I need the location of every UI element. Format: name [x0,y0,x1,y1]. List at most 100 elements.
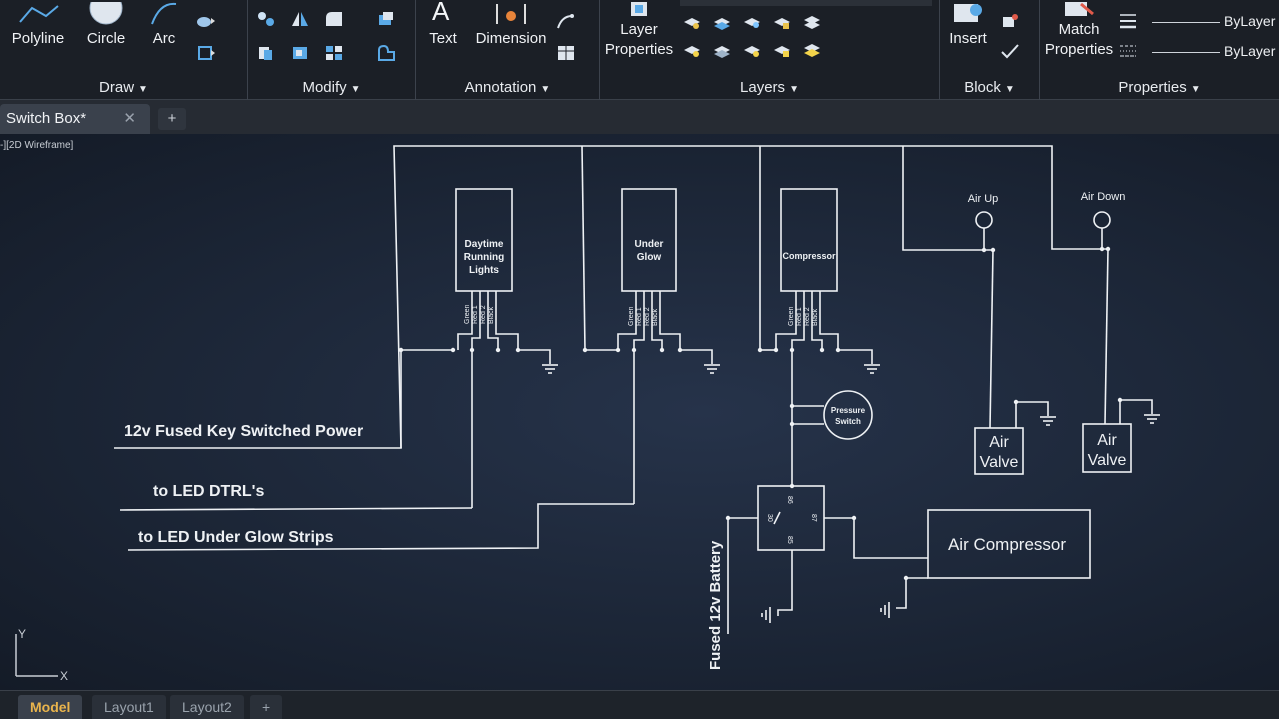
s2-pin-red2 [651,291,663,350]
hatch-icon[interactable] [196,12,216,30]
switch-underglow [621,188,677,292]
relay-ground-wire [777,550,793,616]
drawing-canvas[interactable]: -][2D Wireframe] 12v Fused Key Switched … [0,134,1279,690]
offset-icon[interactable] [376,44,396,62]
layer-properties-tool[interactable]: Layer Properties [600,2,678,60]
s3-pin-black [819,291,839,350]
tab-model[interactable]: Model [18,695,83,719]
layer-match-icon[interactable] [802,14,822,32]
insert-tool[interactable]: Insert [940,2,996,49]
color-dropdown[interactable]: ByLayer [1152,13,1275,29]
relay-pin-86: 86 [786,496,793,504]
new-layout-button[interactable]: + [250,695,283,719]
s1-pin-red2 [487,291,499,350]
layer-thaw-icon[interactable] [742,42,762,60]
air-valve-up-l1: Air [989,434,1009,451]
linetype-icon[interactable] [1118,42,1138,60]
dtrl-label: to LED DTRL's [153,483,264,500]
layer-lock-icon[interactable] [772,14,792,32]
match-properties-tool[interactable]: Match Properties [1040,2,1118,60]
air-down-ground-wire [1119,399,1153,424]
layer-properties-label-2: Properties [604,41,674,58]
layer-isolate-icon[interactable] [712,14,732,32]
table-icon[interactable] [556,44,576,62]
layer-dropdown[interactable] [680,0,932,6]
layer-off-icon[interactable] [682,14,702,32]
battery-label: Fused 12v Battery [707,540,724,670]
switch-daytime-l1: Daytime [465,239,504,250]
ground-symbol-relay [761,607,771,623]
linetype-dropdown[interactable]: ByLayer [1152,43,1275,59]
fillet-icon[interactable] [324,10,344,28]
annotation-panel-title[interactable]: Annotation▼ [464,79,551,96]
switch-underglow-l2: Glow [637,252,662,263]
copy-icon[interactable] [256,44,276,62]
switch-compressor-l1: Compressor [782,251,836,261]
layer-unisolate-icon[interactable] [712,42,732,60]
arc-tool[interactable]: Arc [142,2,186,49]
layer-freeze-icon[interactable] [742,14,762,32]
glow-output-wire [127,503,634,551]
stretch-icon[interactable] [324,44,344,62]
layer-walk-icon[interactable] [802,42,822,60]
s2-pin-label-red2: Red 2 [644,307,651,326]
compressor-ground-wire [896,577,928,609]
s2-pin-labels: Green Red 1 Red 2 Black [628,306,659,326]
document-tab[interactable]: Switch Box* ✕ [0,104,150,134]
draw-panel-title[interactable]: Draw▼ [99,79,148,96]
s3-pin-red2 [811,291,823,350]
battery-wire [727,517,758,634]
modify-panel-title[interactable]: Modify▼ [302,79,361,96]
air-compressor [927,509,1091,579]
s1-pin-label-green: Green [464,304,471,324]
s3-ground-wire [838,349,873,364]
s1-pin-labels: Green Red 1 Red 2 Black [464,304,495,324]
insert-icon [954,4,982,22]
linetype-value: ByLayer [1224,43,1276,59]
block-panel-title[interactable]: Block▼ [964,79,1015,96]
properties-panel-title[interactable]: Properties▼ [1118,79,1201,96]
switch-daytime [455,188,513,292]
air-valve-up [974,427,1024,475]
air-down-switch [1093,211,1111,229]
ribbon: Polyline Circle Arc Draw▼ Modify▼ A Text [0,0,1279,100]
text-icon: A [432,2,450,26]
leader-icon[interactable] [556,12,576,30]
new-tab-button[interactable]: + [158,108,186,130]
dimension-icon [496,4,526,24]
power-feed-wire [114,349,453,449]
ucs-icon: Y X [15,627,68,683]
lineweight-icon[interactable] [1118,12,1138,30]
array-icon[interactable] [376,10,396,28]
match-properties-label-2: Properties [1044,41,1114,58]
s1-pin-green [457,291,473,350]
layers-panel-title[interactable]: Layers▼ [740,79,799,96]
create-block-icon[interactable] [1000,12,1020,30]
dimension-tool[interactable]: Dimension [472,2,550,49]
rotate-icon[interactable] [290,44,310,62]
tab-layout1[interactable]: Layout1 [92,695,166,719]
polyline-tool[interactable]: Polyline [0,2,76,49]
circle-tool[interactable]: Circle [82,2,130,49]
s1-pin-label-red2: Red 2 [480,305,487,324]
relay-contact [773,511,781,525]
s2-pin-red1 [633,291,645,350]
mirror-icon[interactable] [290,10,310,28]
text-tool[interactable]: A Text [424,2,462,49]
s2-ground-wire [680,349,713,364]
s3-pin-green [775,291,797,350]
layer-on-icon[interactable] [682,42,702,60]
move-icon[interactable] [256,10,276,28]
arc-icon [151,2,177,25]
region-icon[interactable] [196,44,216,62]
air-down-valve-wire [1104,248,1109,425]
power-label: 12v Fused Key Switched Power [124,423,363,440]
layer-unlock-icon[interactable] [772,42,792,60]
edit-block-icon[interactable] [1000,42,1020,60]
ground-symbol-s1 [542,364,558,374]
ground-symbol-s2 [704,364,720,374]
viewport-controls[interactable]: -][2D Wireframe] [0,140,74,151]
tab-layout2[interactable]: Layout2 [170,695,244,719]
close-icon[interactable]: ✕ [123,110,136,127]
arc-label: Arc [152,30,176,47]
